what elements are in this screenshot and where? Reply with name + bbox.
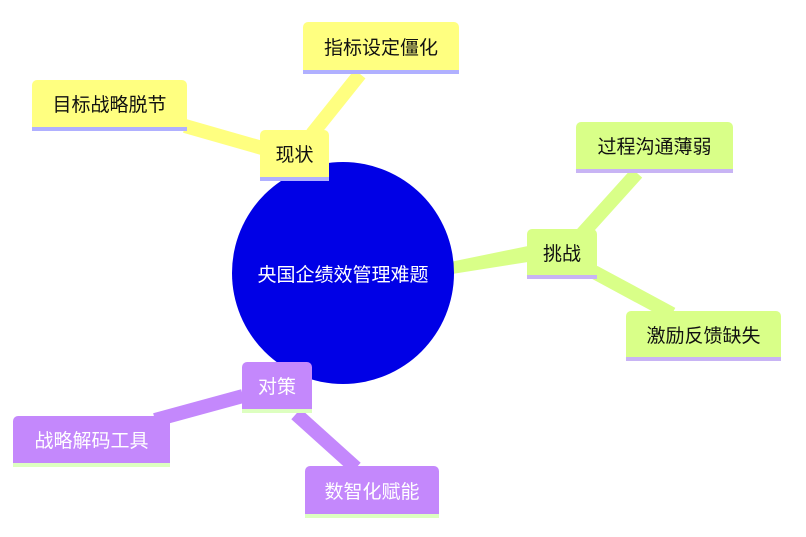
connector-tiaozhan-jili	[590, 265, 676, 321]
connector-xianzhuang-zhibiao	[306, 69, 366, 139]
subtopic-zhibiao[interactable]: 指标设定僵化	[303, 22, 459, 74]
subtopic-zhanlue[interactable]: 战略解码工具	[13, 416, 170, 467]
connector-xianzhuang-mubiao	[183, 119, 264, 155]
topic-xianzhuang[interactable]: 现状	[260, 130, 329, 181]
subtopic-guocheng[interactable]: 过程沟通薄弱	[576, 122, 733, 173]
subtopic-shuzhi[interactable]: 数智化赋能	[305, 466, 439, 518]
central-topic[interactable]: 央国企绩效管理难题	[232, 162, 454, 384]
subtopic-jili[interactable]: 激励反馈缺失	[626, 311, 781, 361]
connector-duice-zhanlue	[153, 389, 245, 427]
connector-duice-shuzhi	[291, 408, 361, 474]
topic-tiaozhan[interactable]: 挑战	[527, 229, 597, 279]
topic-duice[interactable]: 对策	[242, 362, 312, 413]
subtopic-mubiao[interactable]: 目标战略脱节	[32, 80, 187, 131]
connector-center-tiaozhan	[450, 246, 528, 274]
connector-tiaozhan-guocheng	[576, 168, 643, 239]
